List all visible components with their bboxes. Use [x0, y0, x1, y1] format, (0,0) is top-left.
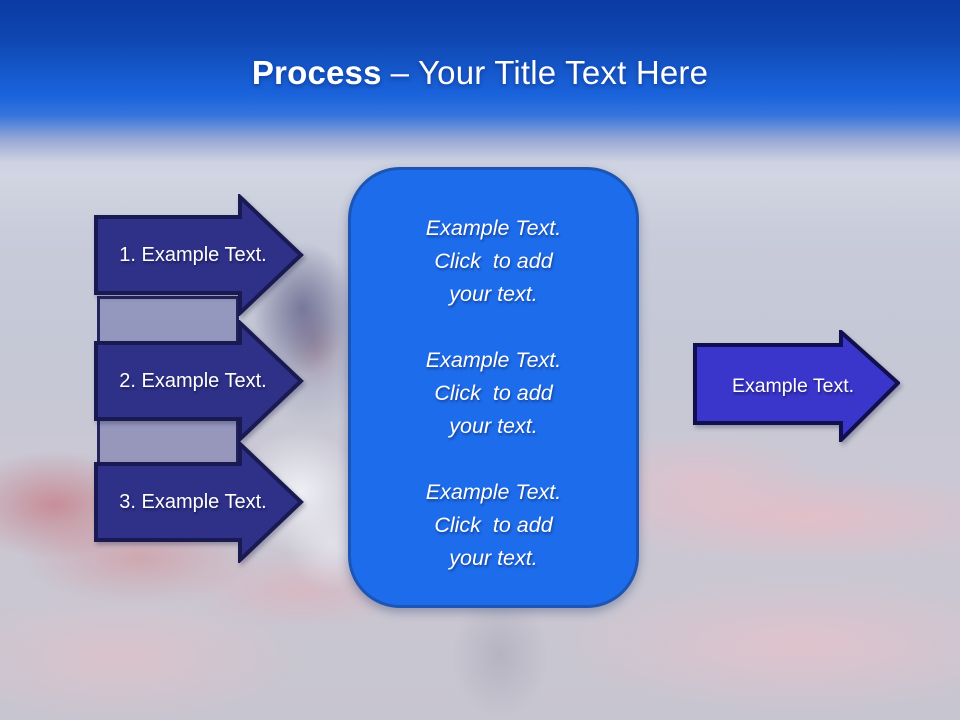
process-step-arrow-3[interactable]: 3. Example Text.: [94, 441, 304, 563]
process-step-arrow-1[interactable]: 1. Example Text.: [94, 194, 304, 316]
output-arrow[interactable]: Example Text.: [693, 330, 900, 442]
step-3-label: 3. Example Text.: [119, 490, 267, 513]
slide-title[interactable]: Process– Your Title Text Here: [0, 54, 960, 92]
text-block-1[interactable]: Example Text. Click to add your text.: [369, 212, 618, 311]
text-line: Click to add: [434, 513, 553, 537]
title-keyword: Process: [251, 54, 382, 91]
text-line: Click to add: [434, 249, 553, 273]
output-arrow-label: Example Text.: [731, 374, 855, 397]
text-block-2[interactable]: Example Text. Click to add your text.: [369, 344, 618, 443]
right-arrow-shape-icon: [94, 441, 304, 563]
text-line: Example Text.: [425, 480, 562, 504]
title-subtitle: – Your Title Text Here: [390, 54, 709, 91]
center-text-box[interactable]: Example Text. Click to add your text. Ex…: [348, 167, 639, 608]
text-line: your text.: [449, 414, 538, 438]
text-line: your text.: [449, 282, 538, 306]
process-step-arrow-2[interactable]: 2. Example Text.: [94, 320, 304, 442]
right-arrow-shape-icon: [693, 330, 900, 442]
text-line: Example Text.: [425, 216, 562, 240]
text-line: Click to add: [434, 381, 553, 405]
text-block-3[interactable]: Example Text. Click to add your text.: [369, 476, 618, 575]
step-1-label: 1. Example Text.: [119, 243, 267, 266]
right-arrow-shape-icon: [94, 320, 304, 442]
text-line: Example Text.: [425, 348, 562, 372]
text-line: your text.: [449, 546, 538, 570]
right-arrow-shape-icon: [94, 194, 304, 316]
step-2-label: 2. Example Text.: [119, 369, 267, 392]
